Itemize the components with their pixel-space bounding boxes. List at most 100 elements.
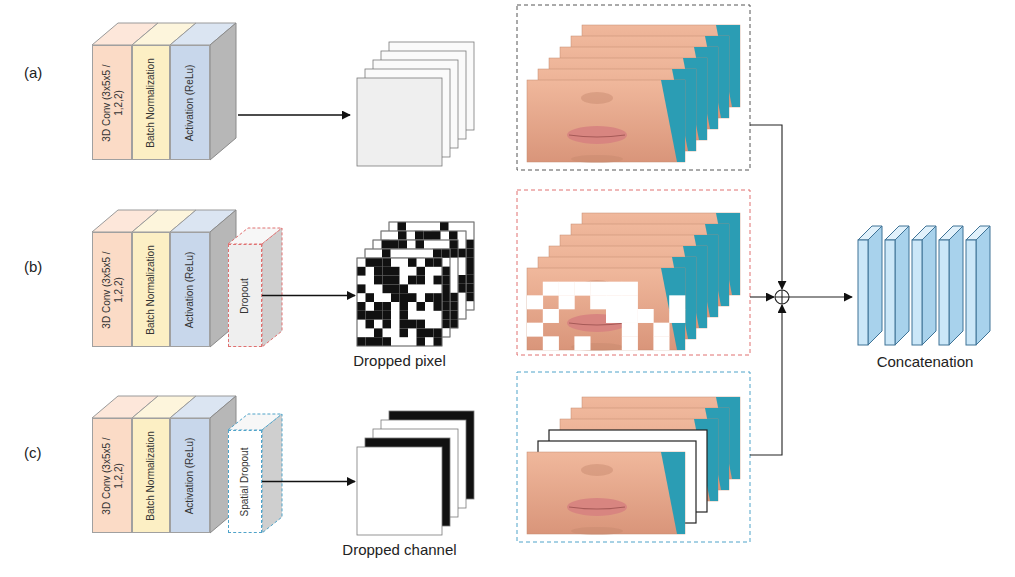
- dropped-pixel: [391, 275, 400, 284]
- dropped-patch: [606, 282, 622, 296]
- dropped-pixel: [366, 293, 375, 302]
- dropped-pixel: [399, 328, 408, 337]
- dropped-patch: [622, 309, 638, 323]
- dropped-patch: [574, 336, 590, 350]
- dropped-pixel: [425, 293, 434, 302]
- dropped-patch: [638, 309, 654, 323]
- dropped-pixel: [417, 320, 426, 329]
- dropped-pixel: [466, 275, 475, 284]
- dropped-pixel: [366, 337, 375, 346]
- dropped-pixel: [366, 320, 375, 329]
- dropout-side-face: [262, 414, 282, 533]
- dropped-pixel: [400, 302, 409, 311]
- feature-map: [357, 447, 442, 535]
- dropped-pixel: [442, 284, 451, 293]
- dropped-pixel: [383, 284, 392, 293]
- dropped-pixel: [433, 249, 442, 258]
- dropped-pixel: [425, 328, 434, 337]
- dashed-frame: [517, 190, 750, 355]
- dropped-pixel: [434, 258, 443, 267]
- dropped-pixel: [441, 249, 450, 258]
- dropped-pixel: [458, 275, 467, 284]
- dropped-pixel: [390, 293, 399, 302]
- dropped-patch: [622, 323, 638, 337]
- dropped-pixel: [415, 231, 424, 240]
- feature-map-stack: Dropped channel: [357, 411, 474, 535]
- slab-front-face: [966, 240, 976, 345]
- dropped-pixel: [415, 240, 424, 249]
- dropped-pixel: [390, 240, 399, 249]
- layer-label: Batch Normalization: [145, 237, 157, 342]
- dropped-pixel: [398, 231, 407, 240]
- dropped-pixel: [442, 275, 451, 284]
- slab-side-face: [949, 226, 963, 345]
- sum-symbol: [775, 290, 789, 304]
- dropped-pixel: [458, 284, 467, 293]
- connector-arrow: [262, 295, 355, 296]
- nose-shadow: [581, 92, 613, 104]
- dropped-pixel: [425, 293, 434, 302]
- slab-side-face: [922, 226, 936, 345]
- row-label: (c): [24, 444, 42, 461]
- dropped-pixel: [374, 328, 383, 337]
- arrow-line: [789, 296, 852, 297]
- dropped-patch: [622, 336, 638, 350]
- dropped-pixel: [391, 284, 400, 293]
- lip-line: [569, 507, 625, 509]
- dropped-pixel: [365, 319, 374, 328]
- dropped-pixel: [357, 302, 366, 311]
- dropped-pixel: [373, 275, 382, 284]
- dropped-pixel: [440, 222, 449, 231]
- dropped-pixel: [381, 240, 390, 249]
- lip-line: [569, 135, 625, 137]
- dropped-pixel: [398, 240, 407, 249]
- lips: [567, 126, 627, 144]
- batchnorm-layer: Batch Normalization: [132, 418, 170, 533]
- row-label: (b): [24, 258, 42, 275]
- dropped-pixel: [416, 302, 425, 311]
- dropped-pixel: [434, 302, 443, 311]
- activation-layer: Activation (ReLu): [170, 232, 210, 347]
- dropped-pixel: [424, 231, 433, 240]
- dropped-pixel: [449, 231, 458, 240]
- dropped-pixel: [417, 302, 426, 311]
- dropped-pixel: [374, 276, 383, 285]
- dropped-pixel: [399, 240, 408, 249]
- dropped-pixel: [374, 258, 383, 267]
- dropped-pixel: [433, 275, 442, 284]
- dropped-pixel: [357, 337, 366, 346]
- dropped-pixel: [416, 266, 425, 275]
- chin-shadow: [571, 527, 623, 535]
- layer-label: Batch Normalization: [145, 50, 157, 155]
- row-label: (a): [24, 64, 42, 81]
- dropped-pixel: [416, 319, 425, 328]
- dashed-frame: [517, 5, 750, 170]
- dropped-pixel: [408, 258, 417, 267]
- dropped-pixel: [382, 284, 391, 293]
- dropped-patch: [622, 295, 638, 309]
- dropped-pixel: [417, 276, 426, 285]
- dropped-pixel: [434, 293, 443, 302]
- dropped-pixel: [466, 266, 475, 275]
- dropped-pixel: [400, 293, 409, 302]
- slab-front-face: [939, 240, 949, 345]
- feature-map: [357, 78, 442, 166]
- dropped-pixel: [398, 231, 407, 240]
- layer-side-face: [210, 23, 236, 160]
- dropped-pixel: [433, 302, 442, 311]
- activation-layer: Activation (ReLu): [170, 418, 210, 533]
- dropped-pixel: [383, 311, 392, 320]
- slab-front-face: [858, 240, 868, 345]
- dropped-pixel: [399, 293, 408, 302]
- sum-cross: [775, 290, 789, 304]
- layer-label: 3D Conv (3x5x5 / 1,2,2): [101, 50, 124, 155]
- dropped-pixel: [415, 231, 424, 240]
- dropped-patch: [590, 282, 606, 296]
- dropped-pixel: [434, 337, 443, 346]
- dropped-pixel: [415, 240, 424, 249]
- slab-side-face: [976, 226, 990, 345]
- feature-map: [357, 258, 442, 346]
- dropped-patch: [669, 309, 685, 323]
- dropped-pixel: [383, 320, 392, 329]
- dropped-pixel: [425, 328, 434, 337]
